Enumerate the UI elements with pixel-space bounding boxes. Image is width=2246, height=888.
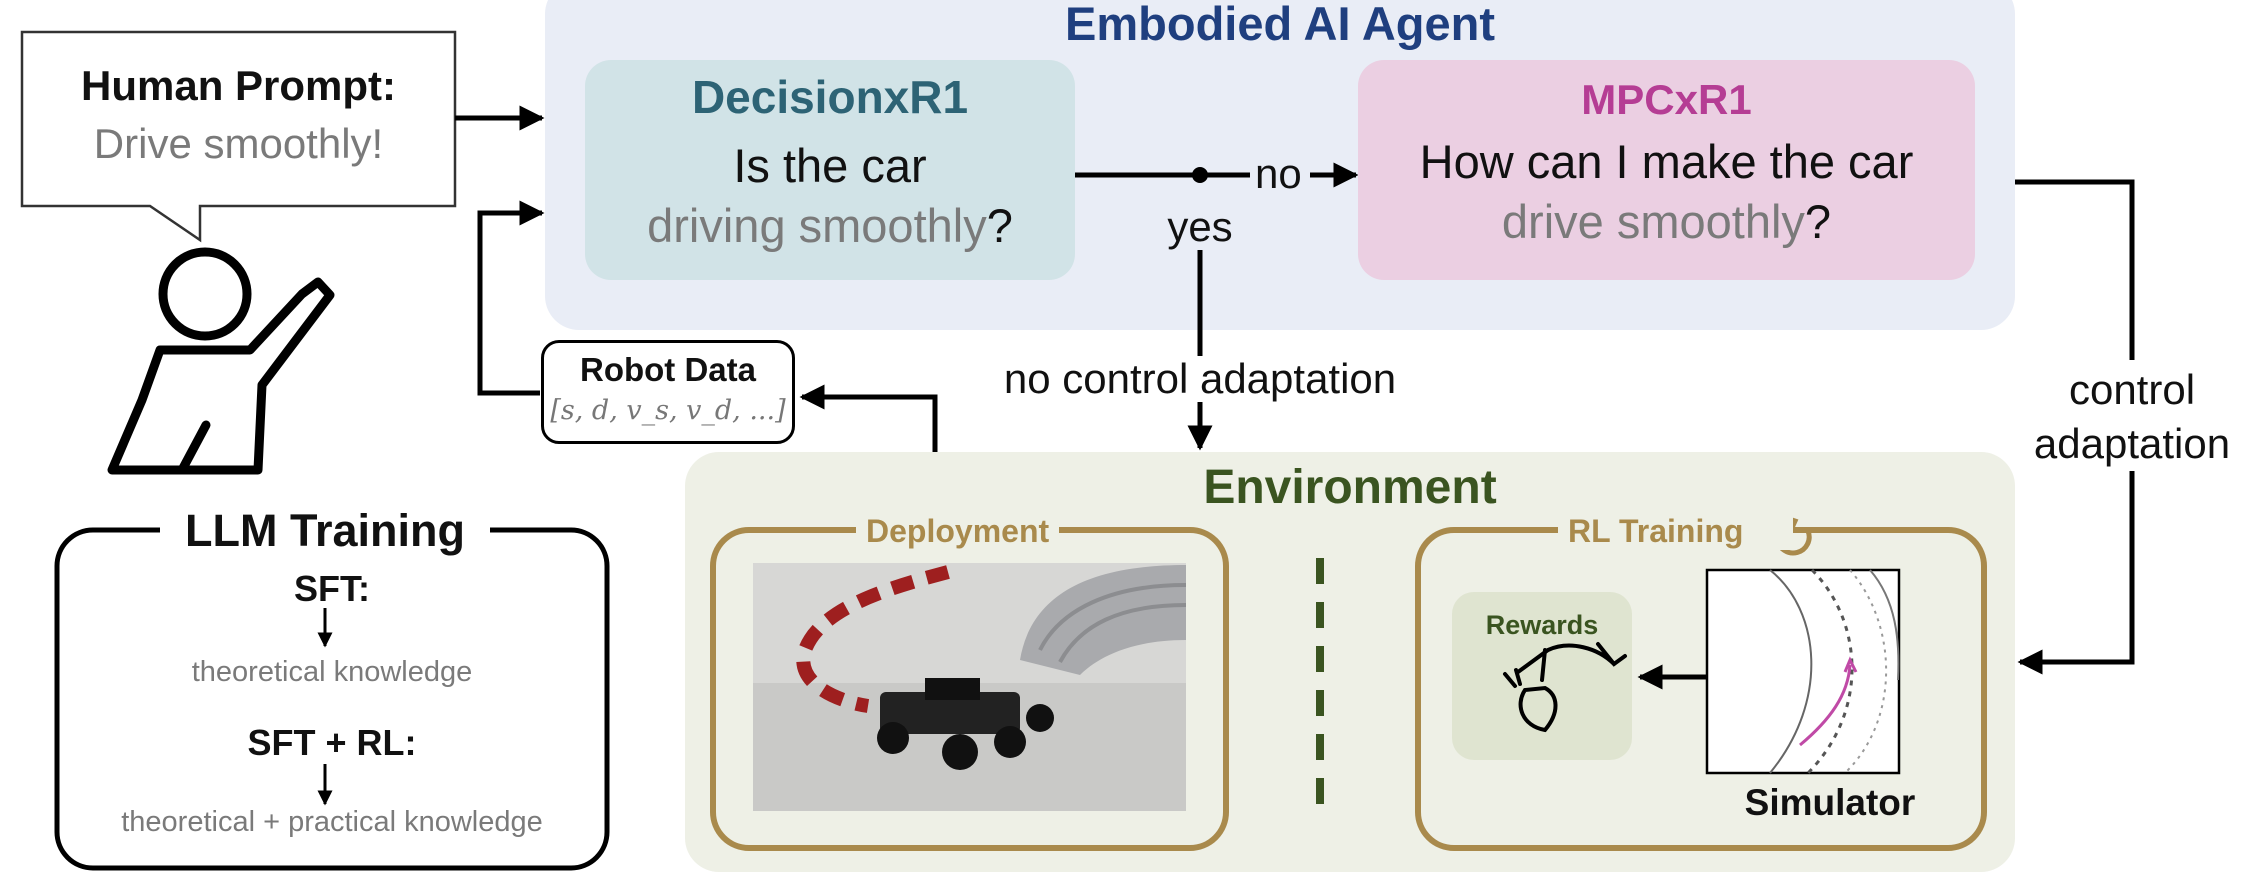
- environment-title: Environment: [1203, 461, 1497, 514]
- robot-data-vector: [s, d, v_s, v_d, ...]: [550, 395, 786, 426]
- no-control-adaptation-label: no control adaptation: [1003, 355, 1397, 402]
- llm-sft-result: theoretical knowledge: [191, 656, 473, 688]
- llm-sft-rl-result: theoretical + practical knowledge: [121, 806, 543, 838]
- rl-training-label: RL Training: [1558, 512, 1794, 550]
- human-prompt-title: Human Prompt:: [81, 62, 396, 109]
- robot-data-title: Robot Data: [580, 351, 756, 388]
- llm-sft-label: SFT:: [294, 568, 370, 609]
- decision-question-line1: Is the car: [733, 139, 927, 192]
- speech-bubble: [20, 30, 457, 243]
- human-figure-icon: [107, 247, 335, 475]
- mpc-box: MPCxR1 How can I make the car drive smoo…: [1358, 60, 1975, 280]
- mpc-question-end: ?: [1804, 195, 1832, 248]
- control-adaptation-label: control adaptation: [2012, 363, 2246, 471]
- decision-box: DecisionxR1 Is the car driving smoothly?: [585, 60, 1075, 280]
- arrow-control-adaptation: [2015, 179, 2135, 360]
- rewards-label: Rewards: [1485, 610, 1599, 640]
- no-label: no: [1255, 150, 1302, 197]
- agent-title: Embodied AI Agent: [1065, 0, 1495, 50]
- robot-data-box: Robot Data [s, d, v_s, v_d, ...]: [541, 340, 795, 444]
- simulator-track: [1769, 568, 1900, 775]
- rewards-carrot-stick-icon: [1503, 642, 1627, 733]
- decision-title: DecisionxR1: [691, 71, 969, 123]
- mpc-question-line1: How can I make the car: [1419, 135, 1914, 188]
- simulator-box: [1705, 568, 1901, 775]
- branch-dot: [1192, 167, 1208, 183]
- deployment-label: Deployment: [856, 512, 1060, 550]
- mpc-question-highlight: drive smoothly: [1501, 195, 1805, 248]
- car-photo: [753, 563, 1187, 811]
- mpc-title: MPCxR1: [1581, 76, 1752, 123]
- decision-question-line2: driving smoothly?: [585, 198, 1075, 253]
- human-prompt-text: Drive smoothly!: [93, 120, 384, 167]
- yes-label: yes: [1167, 203, 1233, 250]
- llm-sft-rl-label: SFT + RL:: [247, 722, 417, 763]
- decision-question-highlight: driving smoothly: [647, 199, 987, 252]
- llm-training-title: LLM Training: [160, 505, 490, 557]
- decision-question-end: ?: [986, 199, 1013, 252]
- arrow-env-to-robot-data: [799, 384, 938, 452]
- control-adaptation-line1: control: [2068, 366, 2196, 413]
- mpc-question-line2: drive smoothly?: [1358, 194, 1975, 249]
- arrow-control-adaptation-2: [2017, 470, 2135, 675]
- arrow-robot-data-to-agent: [477, 200, 545, 396]
- control-adaptation-line2: adaptation: [2033, 420, 2231, 467]
- simulator-label: Simulator: [1744, 782, 1916, 823]
